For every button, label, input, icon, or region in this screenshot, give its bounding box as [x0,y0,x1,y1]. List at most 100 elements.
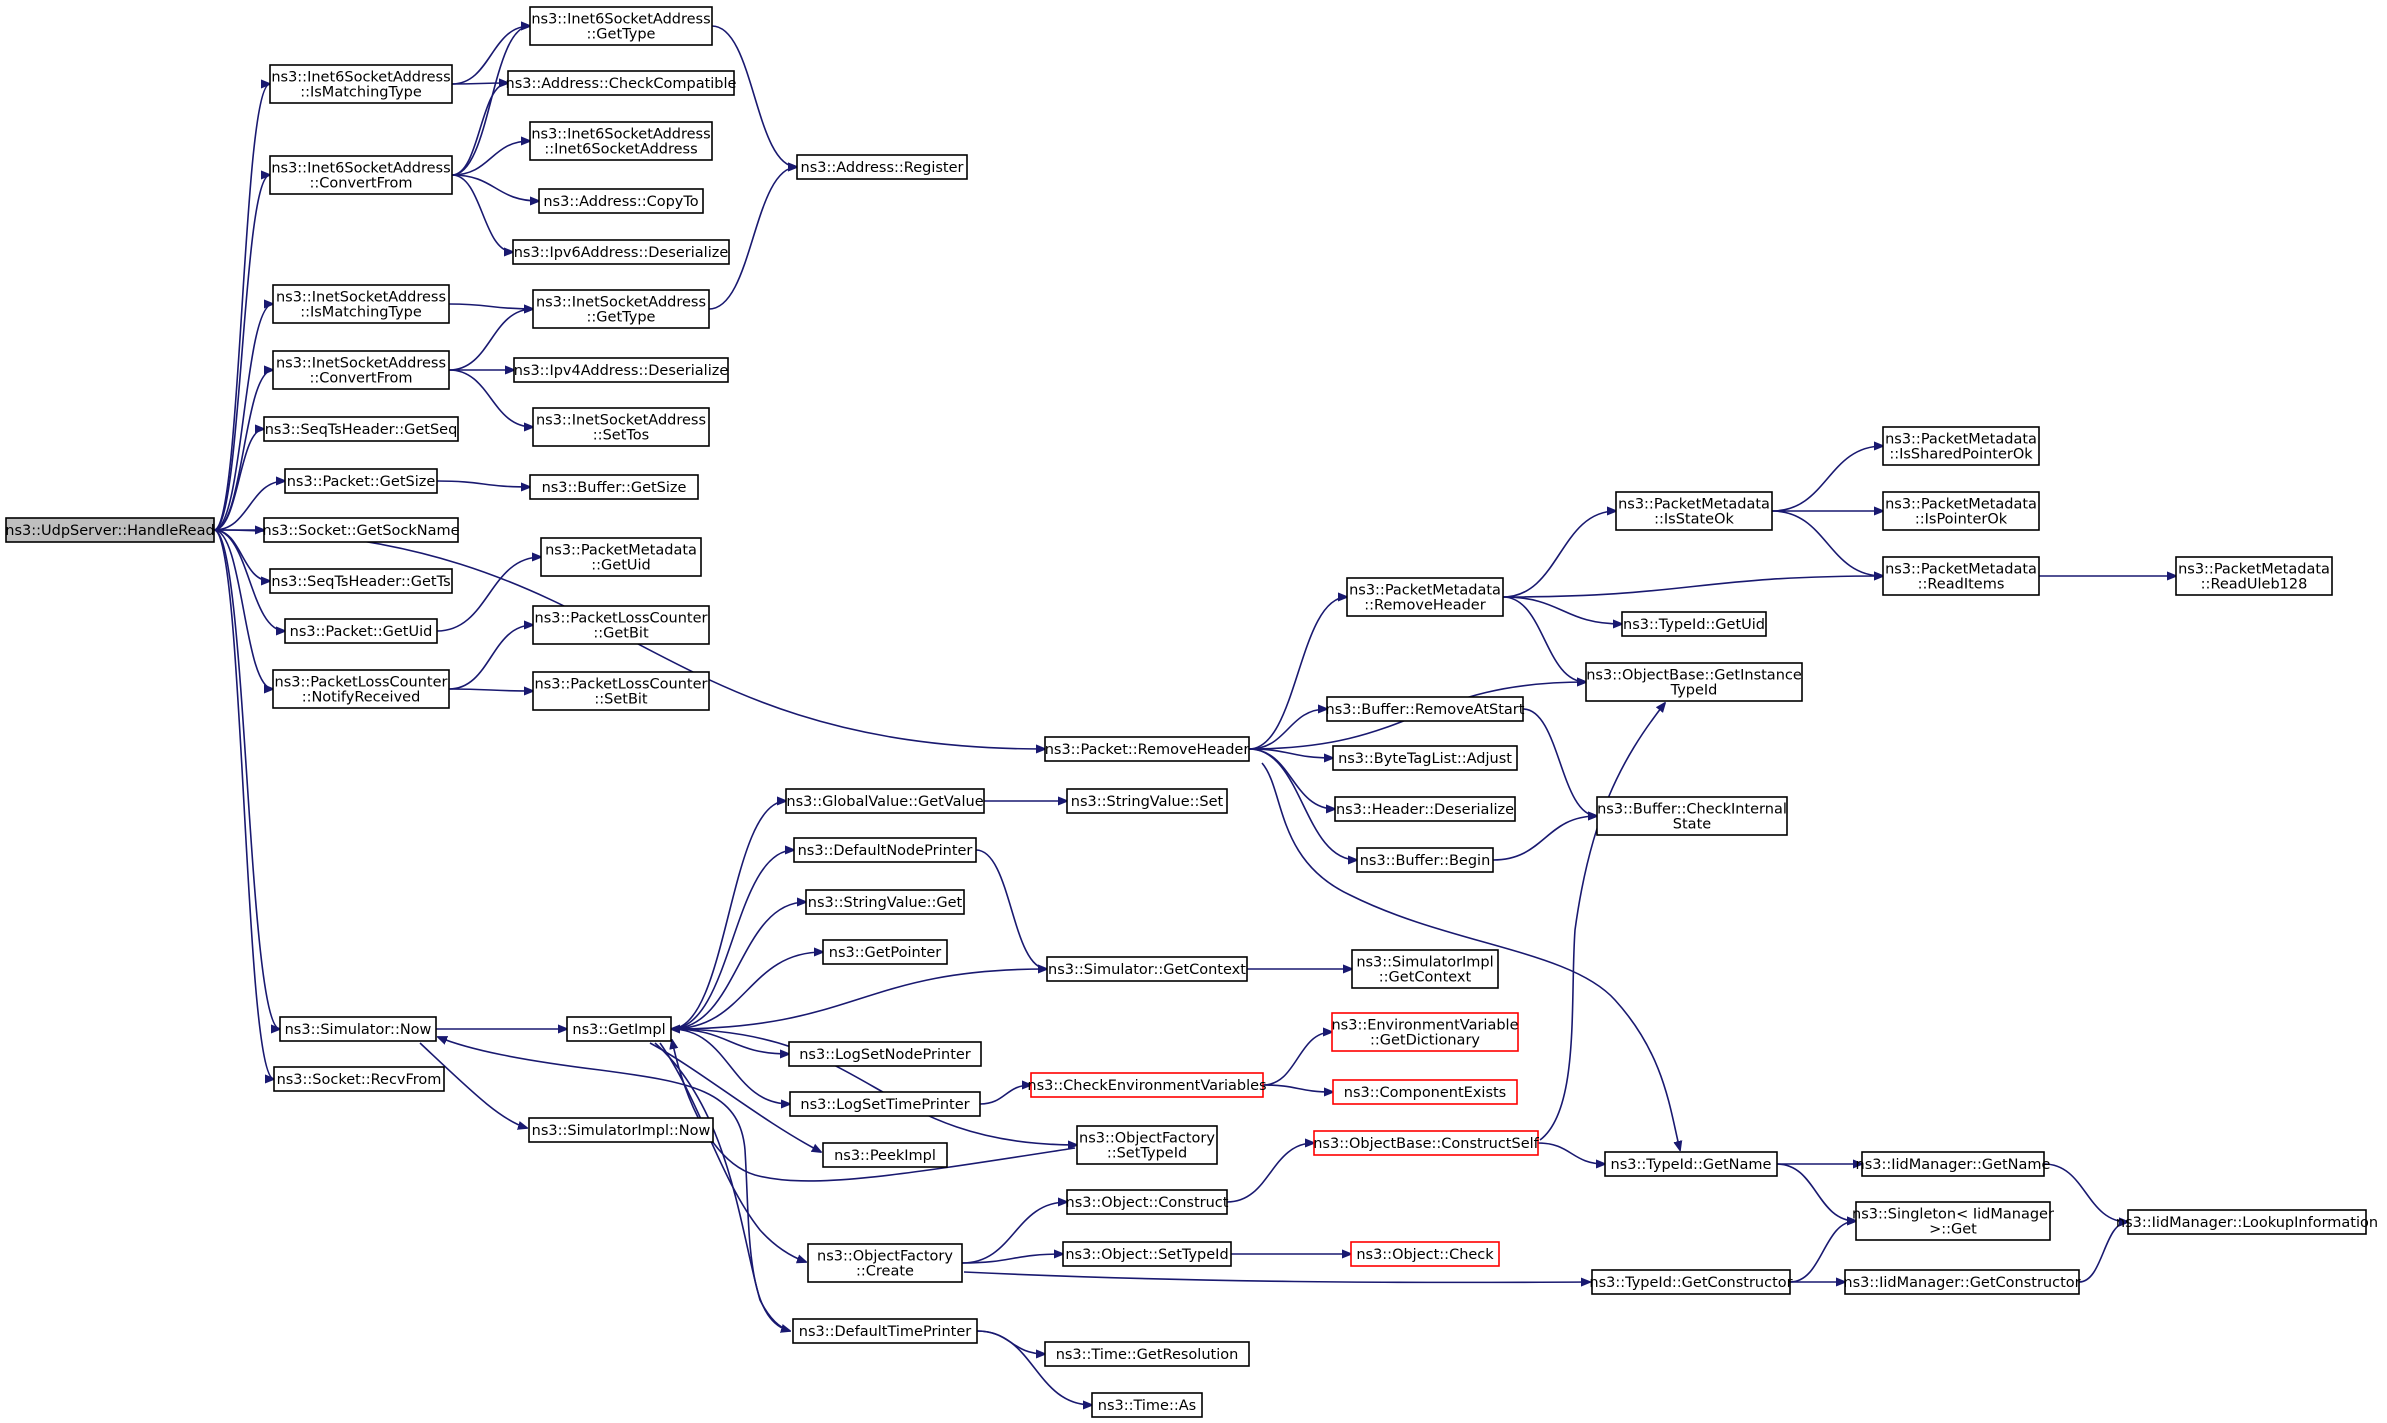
node-sock_recvfrom[interactable]: ns3::Socket::RecvFrom [273,1066,445,1092]
node-buf_removeatstart[interactable]: ns3::Buffer::RemoveAtStart [1326,696,1525,722]
node-label: State [1673,817,1711,833]
node-simimpl_now[interactable]: ns3::SimulatorImpl::Now [528,1117,714,1143]
node-hdr_deser[interactable]: ns3::Header::Deserialize [1334,796,1516,822]
node-label: ns3::Inet6SocketAddress [271,161,450,177]
node-addr_checkcompat[interactable]: ns3::Address::CheckCompatible [506,70,737,96]
node-box [532,605,710,645]
edge-pkt_removeheader-to-buf_removeatstart [1248,709,1327,750]
node-envvar_getdict[interactable]: ns3::EnvironmentVariable::GetDictionary [1331,1012,1519,1052]
node-pm_readitems[interactable]: ns3::PacketMetadata::ReadItems [1882,556,2040,596]
node-defaultnodeprinter[interactable]: ns3::DefaultNodePrinter [793,837,977,863]
node-obj_construct[interactable]: ns3::Object::Construct [1066,1189,1229,1215]
node-typeid_getuid[interactable]: ns3::TypeId::GetUid [1621,611,1767,637]
node-plc_setbit[interactable]: ns3::PacketLossCounter::SetBit [532,671,710,711]
edge-defaulttimeprinter-to-time_as [976,1330,1092,1405]
node-pm_removeheader[interactable]: ns3::PacketMetadata::RemoveHeader [1346,577,1504,617]
node-plc_notify[interactable]: ns3::PacketLossCounter::NotifyReceived [272,669,450,709]
node-buf_begin[interactable]: ns3::Buffer::Begin [1356,847,1494,873]
edge-checkenvvars-to-envvar_getdict [1262,1032,1332,1086]
node-pm_readuleb[interactable]: ns3::PacketMetadata::ReadUleb128 [2175,556,2333,596]
node-typeid_getctor[interactable]: ns3::TypeId::GetConstructor [1589,1269,1793,1295]
node-time_getres[interactable]: ns3::Time::GetResolution [1044,1341,1250,1367]
node-i4_ismatching[interactable]: ns3::InetSocketAddress::IsMatchingType [272,284,450,324]
node-ipv6_deser[interactable]: ns3::Ipv6Address::Deserialize [512,239,730,265]
node-i4_gettype[interactable]: ns3::InetSocketAddress::GetType [532,289,710,329]
node-peekimpl[interactable]: ns3::PeekImpl [822,1142,948,1168]
node-pkt_getsize[interactable]: ns3::Packet::GetSize [284,468,438,494]
node-i6_ismatching[interactable]: ns3::Inet6SocketAddress::IsMatchingType [269,64,453,104]
node-of_settypeid[interactable]: ns3::ObjectFactory::SetTypeId [1076,1125,1218,1165]
node-time_as[interactable]: ns3::Time::As [1091,1392,1203,1418]
node-obj_settypeid[interactable]: ns3::Object::SetTypeId [1062,1241,1232,1267]
node-label: ns3::UdpServer::HandleRead [5,523,214,539]
node-pkt_removeheader[interactable]: ns3::Packet::RemoveHeader [1044,736,1250,762]
node-typeid_getname[interactable]: ns3::TypeId::GetName [1604,1151,1778,1177]
node-ipv4_deser[interactable]: ns3::Ipv4Address::Deserialize [513,357,729,383]
node-addr_copyto[interactable]: ns3::Address::CopyTo [538,188,704,214]
node-i4_convertfrom[interactable]: ns3::InetSocketAddress::ConvertFrom [272,350,450,390]
node-pkt_getuid[interactable]: ns3::Packet::GetUid [284,618,438,644]
node-simimpl_getcontext[interactable]: ns3::SimulatorImpl::GetContext [1351,949,1499,989]
node-buf_getsize[interactable]: ns3::Buffer::GetSize [529,474,699,500]
node-box [1844,1269,2080,1295]
node-iid_getname[interactable]: ns3::IidManager::GetName [1856,1151,2051,1177]
node-pm_isstateok[interactable]: ns3::PacketMetadata::IsStateOk [1615,491,1773,531]
node-i6_gettype[interactable]: ns3::Inet6SocketAddress::GetType [529,6,713,46]
node-gv_getvalue[interactable]: ns3::GlobalValue::GetValue [785,788,985,814]
node-label: ns3::Buffer::Begin [1360,853,1491,869]
node-label: ns3::PacketMetadata [1885,432,2037,448]
node-singleton_get[interactable]: ns3::Singleton< IidManager >::Get [1852,1201,2054,1241]
node-box [1332,1079,1518,1105]
node-pm_getuid[interactable]: ns3::PacketMetadata::GetUid [540,537,702,577]
node-label: ns3::Inet6SocketAddress [271,70,450,86]
node-ob_constructself[interactable]: ns3::ObjectBase::ConstructSelf [1313,1130,1540,1156]
node-seq_getts[interactable]: ns3::SeqTsHeader::GetTs [269,568,453,594]
node-btl_adjust[interactable]: ns3::ByteTagList::Adjust [1332,745,1518,771]
node-sim_getcontext[interactable]: ns3::Simulator::GetContext [1046,956,1248,982]
node-i4_settos[interactable]: ns3::InetSocketAddress::SetTos [532,407,710,447]
node-handleread[interactable]: ns3::UdpServer::HandleRead [5,517,215,543]
node-label: ns3::Singleton< IidManager [1852,1207,2054,1223]
node-label: ns3::Time::GetResolution [1056,1347,1239,1363]
node-defaulttimeprinter[interactable]: ns3::DefaultTimePrinter [792,1318,978,1344]
edge-i6_convertfrom-to-addr_copyto [451,174,539,201]
node-label: ::NotifyReceived [302,690,421,706]
node-sim_now[interactable]: ns3::Simulator::Now [279,1016,437,1042]
node-i6_convertfrom[interactable]: ns3::Inet6SocketAddress::ConvertFrom [269,155,453,195]
node-sv_get[interactable]: ns3::StringValue::Get [805,889,965,915]
node-getimpl[interactable]: ns3::GetImpl [566,1016,672,1042]
node-sv_set[interactable]: ns3::StringValue::Set [1066,788,1228,814]
edge-getimpl-to-peekimpl [649,1042,821,1152]
node-label: ns3::Header::Deserialize [1336,802,1514,818]
node-iid_lookup[interactable]: ns3::IidManager::LookupInformation [2116,1209,2378,1235]
node-getpointer[interactable]: ns3::GetPointer [822,939,948,965]
node-label: ns3::Packet::GetUid [290,624,433,640]
node-label: ns3::PacketLossCounter [535,677,708,693]
node-iid_getctor[interactable]: ns3::IidManager::GetConstructor [1843,1269,2081,1295]
node-obj_check[interactable]: ns3::Object::Check [1350,1241,1500,1267]
node-box [1044,1341,1250,1367]
node-checkenvvars[interactable]: ns3::CheckEnvironmentVariables [1027,1072,1267,1098]
node-seq_getseq[interactable]: ns3::SeqTsHeader::GetSeq [263,416,459,442]
node-box [1604,1151,1778,1177]
node-sock_getsockname[interactable]: ns3::Socket::GetSockName [262,517,460,543]
node-plc_getbit[interactable]: ns3::PacketLossCounter::GetBit [532,605,710,645]
node-label: ns3::Buffer::CheckInternal [1597,802,1787,818]
edge-defaultnodeprinter-to-sim_getcontext [975,849,1047,969]
node-logsetnodeprinter[interactable]: ns3::LogSetNodePrinter [788,1041,982,1067]
node-label: ns3::PacketMetadata [1618,497,1770,513]
edge-pm_isstateok-to-pm_readitems [1771,510,1883,576]
edge-pm_removeheader-to-ob_getinstance [1502,596,1586,682]
node-pm_isptr[interactable]: ns3::PacketMetadata::IsPointerOk [1882,491,2040,531]
node-of_create[interactable]: ns3::ObjectFactory::Create [807,1243,963,1283]
node-label: ns3::ByteTagList::Adjust [1338,751,1512,767]
node-addr_register[interactable]: ns3::Address::Register [796,154,968,180]
node-logsettimeprinter[interactable]: ns3::LogSetTimePrinter [789,1091,981,1117]
node-box [532,671,710,711]
node-componentexists[interactable]: ns3::ComponentExists [1332,1079,1518,1105]
node-i6_ctor[interactable]: ns3::Inet6SocketAddress::Inet6SocketAddr… [529,121,713,161]
node-label: ns3::PacketMetadata [2178,562,2330,578]
node-pm_issharedptr[interactable]: ns3::PacketMetadata::IsSharedPointerOk [1882,426,2040,466]
